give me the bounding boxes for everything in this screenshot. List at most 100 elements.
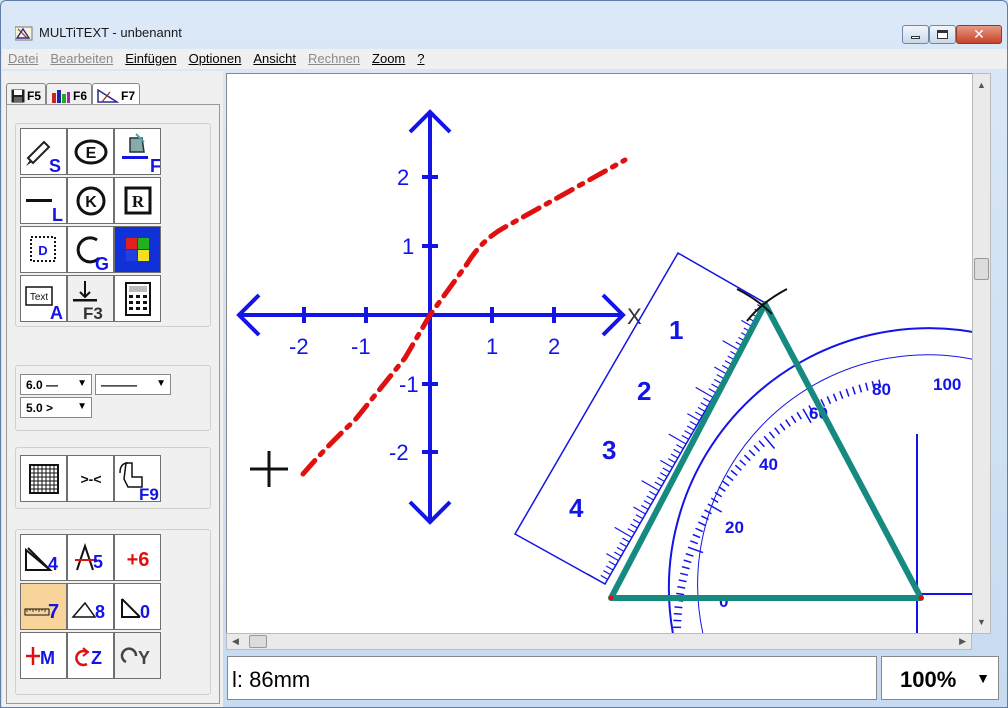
- horizontal-scrollbar[interactable]: ◀ ▶: [226, 633, 972, 650]
- geometry-tools-group: 4 5 +6: [15, 529, 211, 695]
- arrow-size-value: 5.0 >: [26, 400, 54, 415]
- protractor-tick: [726, 475, 734, 482]
- insert-tool-button[interactable]: F3: [67, 275, 114, 322]
- tool-text-label: Text: [29, 292, 48, 303]
- scroll-up-icon[interactable]: ▲: [977, 80, 986, 90]
- protractor-icon: 8: [70, 601, 105, 622]
- tab-f7[interactable]: F7: [92, 83, 141, 105]
- protractor-tick: [704, 509, 712, 515]
- compass-icon: 5: [74, 542, 103, 572]
- protractor-tick: [851, 386, 856, 395]
- scroll-left-icon[interactable]: ◀: [232, 636, 239, 646]
- ruler-tick: [660, 459, 673, 468]
- ruler-tick: [646, 495, 654, 501]
- y-tick-label: 1: [402, 234, 414, 259]
- scroll-down-icon[interactable]: ▼: [977, 617, 986, 627]
- select-f9-button[interactable]: F9: [114, 455, 161, 502]
- point-plus-button[interactable]: +6: [114, 534, 161, 581]
- tool-k-label: K: [85, 194, 97, 211]
- tool-e-label: E: [85, 145, 96, 162]
- grid-button[interactable]: [20, 455, 67, 502]
- ruler-tick: [711, 383, 719, 389]
- x-tick-label: -2: [289, 334, 309, 359]
- undo-button[interactable]: Z: [67, 632, 114, 679]
- line-tool-button[interactable]: L: [20, 177, 67, 224]
- minimize-button[interactable]: [902, 25, 929, 44]
- menu-optionen[interactable]: Optionen: [183, 49, 248, 69]
- line-style-select[interactable]: ———▼: [95, 374, 171, 395]
- ruler-tick: [619, 542, 627, 548]
- protractor-tick: [779, 423, 786, 431]
- menu-rechnen[interactable]: Rechnen: [302, 49, 366, 69]
- ruler-label: 2: [637, 376, 651, 406]
- menu-zoom-label: Zoom: [372, 51, 406, 66]
- right-angle-icon: 0: [120, 597, 150, 622]
- protractor-tick: [763, 435, 776, 449]
- close-button[interactable]: ✕: [956, 25, 1002, 44]
- mark-button[interactable]: M: [20, 632, 67, 679]
- protractor-tick: [790, 415, 797, 424]
- horizontal-scroll-thumb[interactable]: [249, 635, 267, 648]
- ruler-button[interactable]: 7: [20, 583, 67, 630]
- menu-datei[interactable]: Datei: [2, 49, 44, 69]
- menu-zoom[interactable]: Zoom: [366, 49, 411, 69]
- drawing-canvas[interactable]: -2 -1 1 2 2 1 -1 -2 X: [226, 73, 991, 634]
- tool-m-label: M: [40, 648, 55, 668]
- ruler-tick: [687, 413, 700, 422]
- zoom-value: 100%: [900, 667, 957, 692]
- menu-ansicht[interactable]: Ansicht: [247, 49, 302, 69]
- tab-strip: F5 F6 F7: [6, 83, 141, 105]
- line-width-value: 6.0 —: [26, 377, 59, 392]
- redo-button[interactable]: Y: [114, 632, 161, 679]
- ruler-tick: [689, 420, 698, 426]
- rectangle-tool-button[interactable]: R: [114, 177, 161, 224]
- graph-curve: [300, 157, 628, 477]
- compass-button[interactable]: 5: [67, 534, 114, 581]
- tab-f6[interactable]: F6: [46, 83, 93, 105]
- tab-f5[interactable]: F5: [6, 83, 47, 105]
- ruler-tick: [657, 476, 665, 482]
- protractor-button[interactable]: 8: [67, 583, 114, 630]
- rectangle-icon: R: [124, 186, 151, 214]
- tool-f-label: F: [150, 156, 160, 174]
- circle-tool-button[interactable]: K: [67, 177, 114, 224]
- protractor-tick: [796, 411, 802, 420]
- eraser-tool-button[interactable]: E: [67, 128, 114, 175]
- right-angle-button[interactable]: 0: [114, 583, 161, 630]
- compare-button[interactable]: >-<: [67, 455, 114, 502]
- protractor-tick: [743, 454, 751, 462]
- text-tool-button[interactable]: Text A: [20, 275, 67, 322]
- color-palette-button[interactable]: [114, 226, 161, 273]
- line-width-select[interactable]: 6.0 —▼: [20, 374, 92, 395]
- ruler-tick: [686, 425, 695, 431]
- vertical-scrollbar[interactable]: ▲ ▼: [972, 73, 991, 634]
- ruler-tick: [684, 430, 692, 436]
- tool-6-label: +6: [126, 549, 149, 571]
- protractor-tick: [722, 480, 730, 487]
- fill-tool-button[interactable]: F: [114, 128, 161, 175]
- vertical-scroll-thumb[interactable]: [974, 258, 989, 280]
- protractor-tick: [674, 606, 683, 609]
- chevron-down-icon: ▼: [976, 670, 990, 686]
- menu-bearbeiten-label: Bearbeiten: [50, 51, 114, 66]
- maximize-button[interactable]: [929, 25, 956, 44]
- ruler-tick: [670, 453, 679, 459]
- arc-tool-button[interactable]: G: [67, 226, 114, 273]
- protractor-tick: [808, 405, 814, 413]
- ruler-tick: [659, 472, 668, 478]
- dotted-rect-tool-button[interactable]: D: [20, 226, 67, 273]
- calculator-button[interactable]: [114, 275, 161, 322]
- menu-help[interactable]: ?: [411, 49, 430, 69]
- protractor-tick: [839, 391, 844, 400]
- zoom-select[interactable]: 100% ▼: [881, 656, 999, 700]
- mark-cross-icon: M: [25, 646, 55, 668]
- protractor-tick: [753, 444, 761, 452]
- menu-bearbeiten[interactable]: Bearbeiten: [44, 49, 119, 69]
- menu-einfuegen[interactable]: Einfügen: [119, 49, 182, 69]
- tool-f3-label: F3: [83, 304, 103, 321]
- pen-tool-button[interactable]: S: [20, 128, 67, 175]
- arrow-size-select[interactable]: 5.0 >▼: [20, 397, 92, 418]
- triangle-ruler-button[interactable]: 4: [20, 534, 67, 581]
- scroll-right-icon[interactable]: ▶: [959, 636, 966, 646]
- protractor-label: 0: [719, 592, 728, 611]
